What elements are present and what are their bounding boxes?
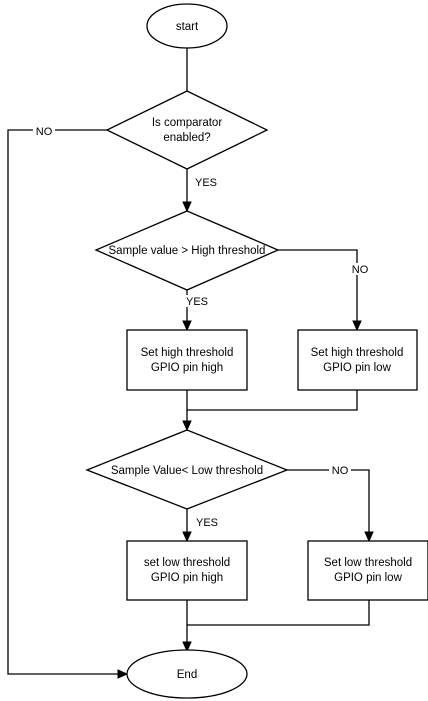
edge-label-enabled-no: NO (33, 125, 55, 138)
edge-set-low-low-merge (187, 600, 370, 626)
edge-set-low-high-to-end (182, 600, 192, 653)
edge-low-no-to-set-low-low (287, 469, 374, 543)
node-set-high-threshold-gpio-high: Set high threshold GPIO pin high (126, 329, 248, 391)
edge-set-high-low-merge (187, 390, 358, 411)
node-comparator-enabled-line1: Is comparator (152, 117, 222, 129)
node-end: End (126, 649, 248, 699)
node-comparator-enabled-decision: Is comparator enabled? (105, 90, 269, 170)
edge-label-high-yes-text: YES (186, 296, 208, 308)
node-set-high-high-line1: Set high threshold (141, 347, 234, 359)
node-set-low-low-line2: GPIO pin low (334, 572, 402, 584)
node-set-low-high-line1: set low threshold (144, 557, 230, 569)
edge-label-high-yes: YES (183, 295, 211, 308)
node-set-low-threshold-gpio-low: Set low threshold GPIO pin low (307, 540, 428, 601)
node-start: start (146, 3, 228, 49)
node-end-label: End (177, 669, 197, 681)
node-set-low-threshold-gpio-high: set low threshold GPIO pin high (126, 540, 248, 601)
node-set-high-threshold-gpio-low: Set high threshold GPIO pin low (297, 329, 418, 391)
edge-enabled-no-to-end (7, 129, 129, 679)
node-low-threshold-decision: Sample Value< Low threshold (85, 429, 289, 510)
edge-label-enabled-yes: YES (191, 176, 219, 189)
edge-label-high-no: NO (349, 263, 371, 276)
node-set-low-high-line2: GPIO pin high (151, 572, 223, 584)
edge-label-low-no: NO (329, 464, 351, 477)
node-set-high-low-line1: Set high threshold (311, 347, 404, 359)
node-comparator-enabled-line2: enabled? (163, 132, 210, 144)
edge-label-high-no-text: NO (352, 264, 369, 276)
edge-enabled-yes-to-high-check (182, 169, 192, 213)
node-high-threshold-decision: Sample value > High threshold (94, 210, 280, 291)
node-low-threshold-label: Sample Value< Low threshold (111, 465, 263, 477)
node-set-high-high-line2: GPIO pin high (151, 362, 223, 374)
node-set-high-low-line2: GPIO pin low (323, 362, 391, 374)
edge-label-enabled-no-text: NO (36, 126, 53, 138)
edge-label-low-yes-text: YES (196, 517, 218, 529)
node-start-label: start (176, 21, 199, 33)
edge-label-low-yes: YES (192, 515, 220, 529)
node-high-threshold-label: Sample value > High threshold (109, 245, 266, 257)
edge-label-low-no-text: NO (332, 465, 349, 477)
edge-low-yes-to-set-low-high (182, 509, 192, 543)
edge-label-enabled-yes-text: YES (195, 177, 217, 189)
edge-set-high-high-to-low-check (182, 390, 192, 432)
node-set-low-low-line1: Set low threshold (324, 557, 412, 569)
edge-high-no-to-set-high-low (278, 249, 362, 332)
